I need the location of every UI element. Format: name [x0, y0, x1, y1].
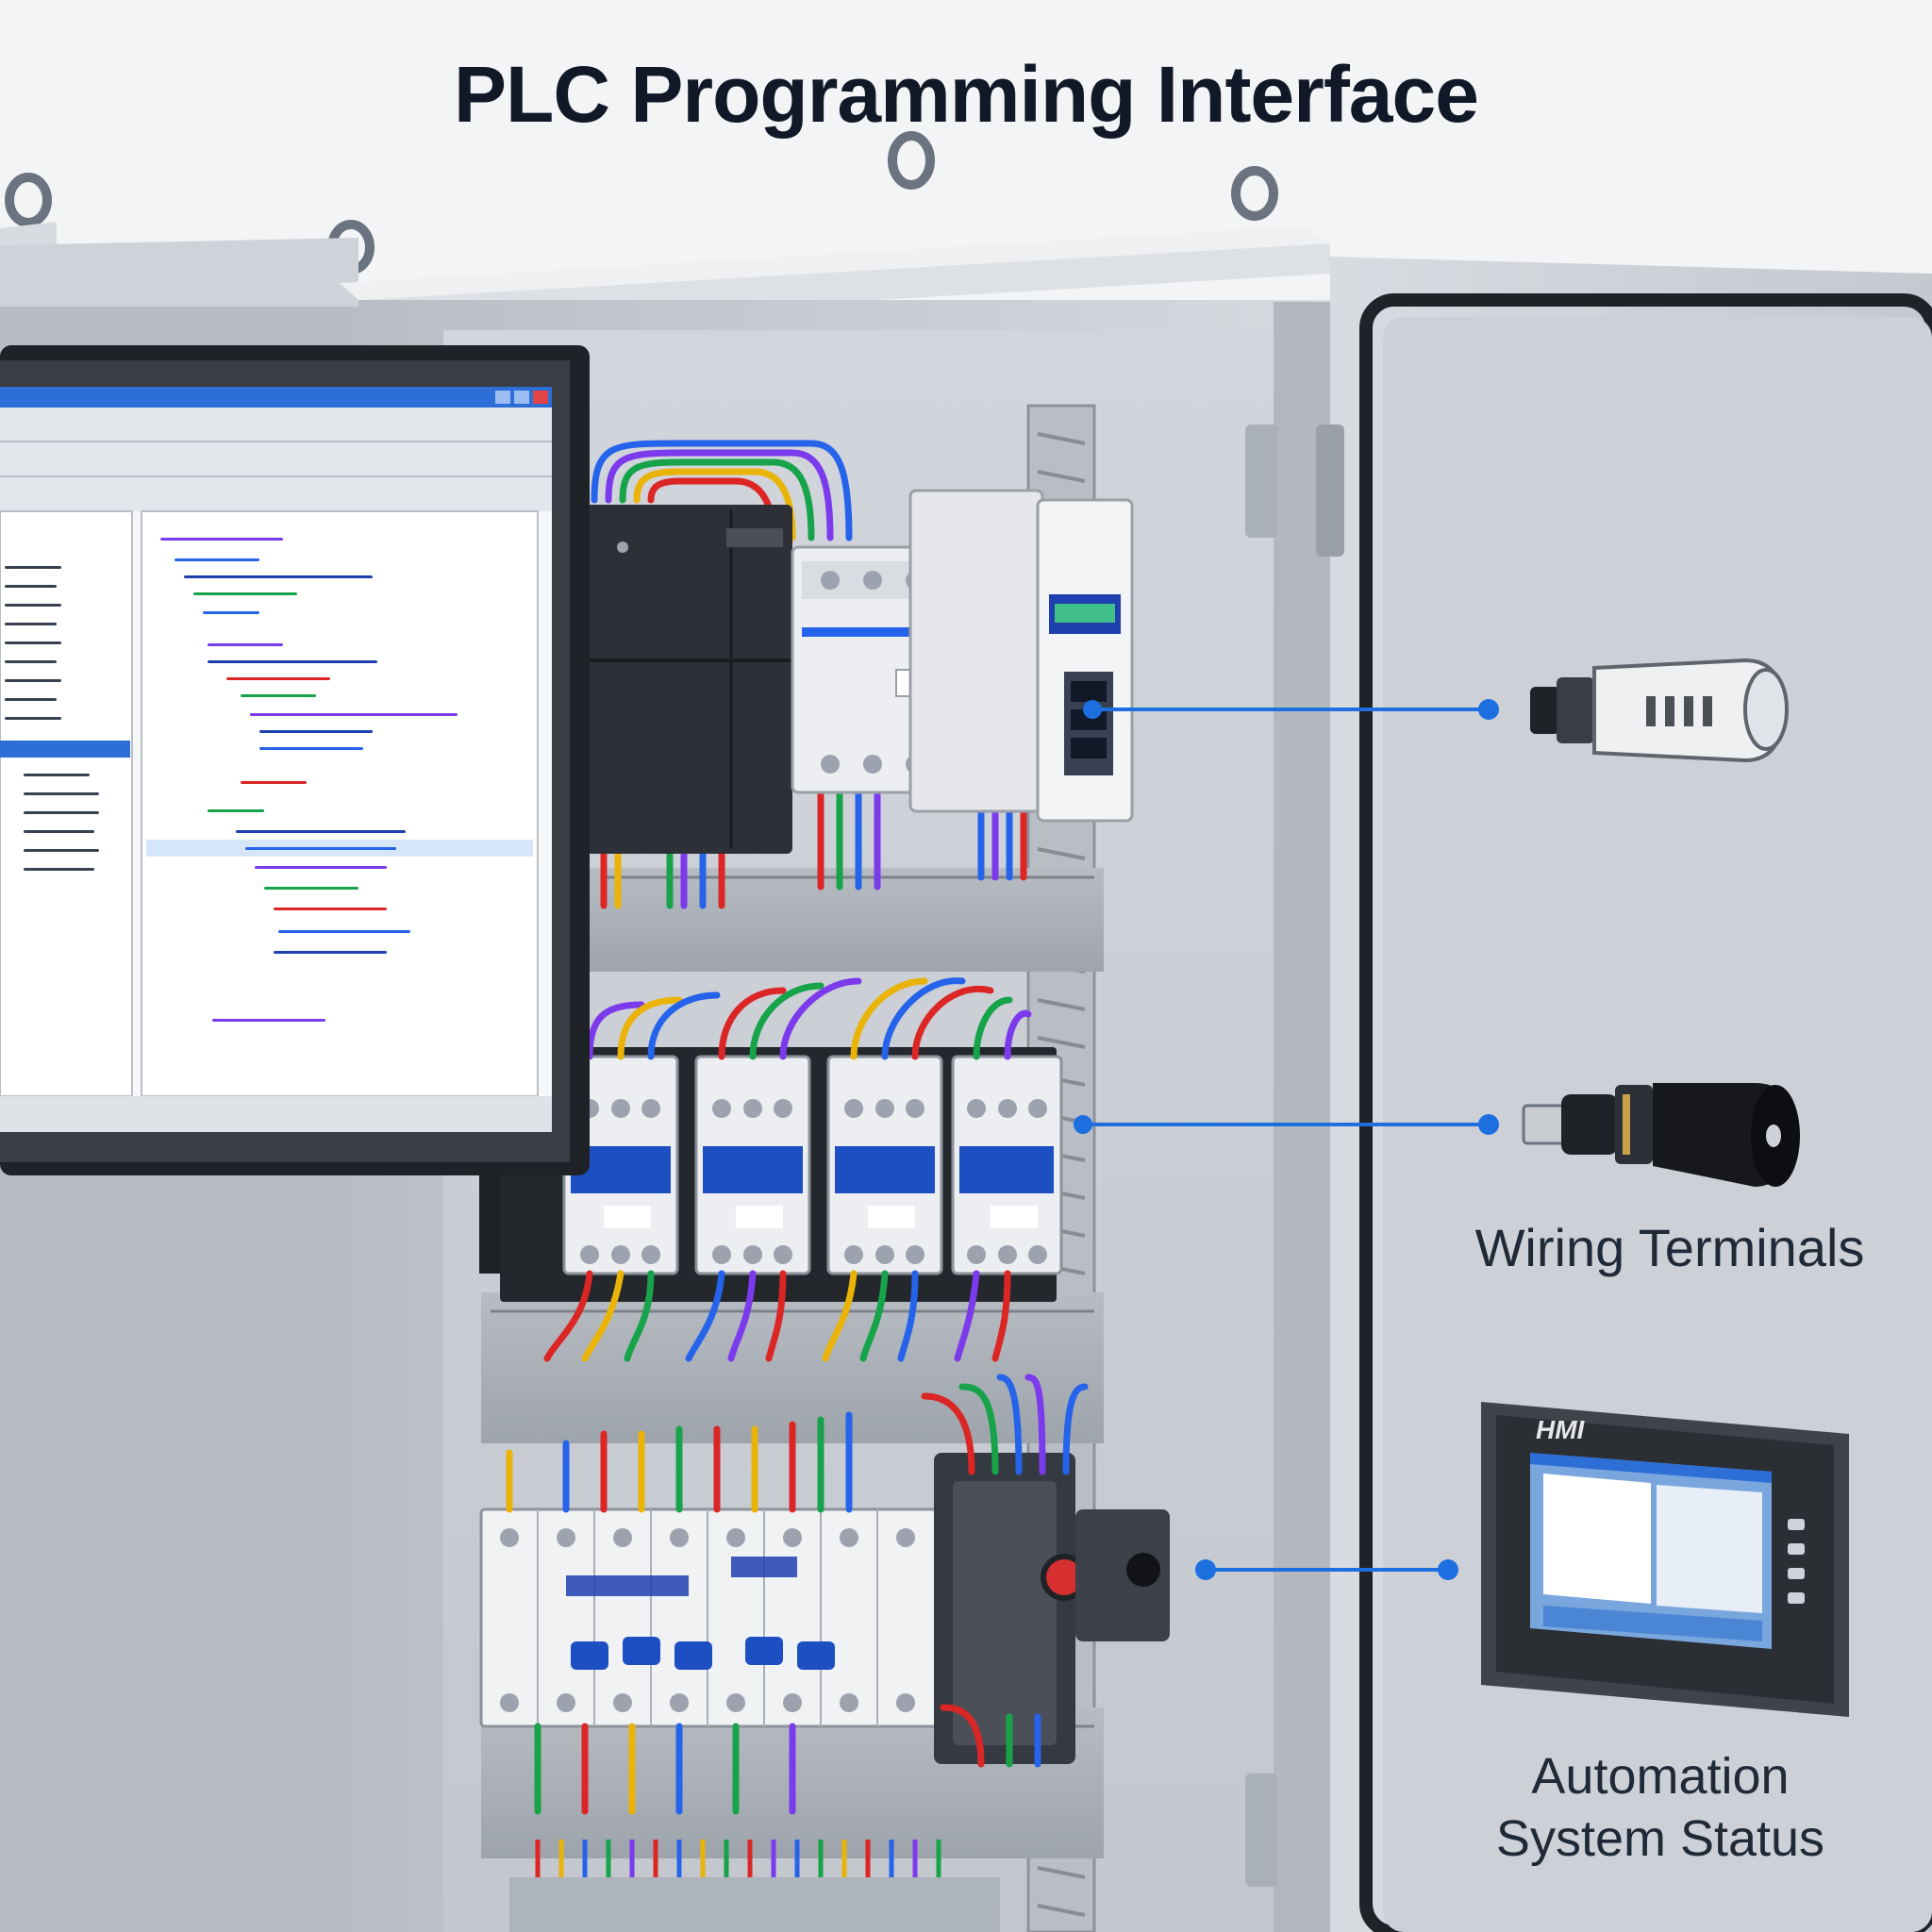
network-module — [908, 489, 1134, 823]
wiring-terminals-label: Wiring Terminals — [1474, 1218, 1865, 1277]
proximity-sensor-icon — [1530, 658, 1789, 763]
automation-status-line-1: Automation — [1531, 1748, 1790, 1805]
tree-row[interactable] — [203, 611, 259, 614]
tree-row[interactable] — [241, 694, 316, 697]
project-tree-row[interactable] — [24, 849, 99, 852]
tree-row[interactable] — [212, 1019, 325, 1022]
tree-row[interactable] — [208, 809, 264, 812]
tree-row[interactable] — [259, 730, 373, 733]
tree-row[interactable] — [193, 592, 297, 595]
tree-row[interactable] — [255, 866, 387, 869]
project-tree-row[interactable] — [5, 679, 61, 682]
project-tree-row[interactable] — [24, 774, 90, 776]
tree-row[interactable] — [250, 713, 458, 716]
hmi-brand-label: HMI — [1536, 1415, 1585, 1444]
tree-row[interactable] — [226, 677, 330, 680]
callout-connectors — [1074, 699, 1499, 1580]
plc-cpu-module — [585, 505, 792, 854]
tree-row[interactable] — [184, 575, 373, 578]
automation-status-label: Automation System Status — [1415, 1745, 1906, 1870]
page-title: PLC Programming Interface — [454, 50, 1479, 139]
tree-row[interactable] — [208, 643, 283, 646]
photoelectric-sensor-icon — [1522, 1083, 1800, 1187]
project-tree-row[interactable] — [24, 868, 94, 871]
tree-row[interactable] — [259, 747, 363, 750]
hmi-panel-icon — [1481, 1402, 1849, 1717]
tree-row[interactable] — [160, 538, 283, 541]
project-tree-row[interactable] — [5, 717, 61, 720]
motor-starter — [934, 1453, 1170, 1764]
project-tree-row[interactable] — [5, 604, 61, 607]
tree-row[interactable] — [245, 847, 396, 850]
project-tree-row[interactable] — [24, 811, 99, 814]
tree-row[interactable] — [264, 887, 358, 890]
project-tree-row[interactable] — [5, 585, 57, 588]
tree-row[interactable] — [208, 660, 377, 663]
monitor-icon — [0, 345, 590, 1175]
tree-row[interactable] — [274, 951, 387, 954]
project-tree-row[interactable] — [24, 830, 94, 833]
project-tree-row[interactable] — [24, 792, 99, 795]
project-tree-row[interactable] — [5, 566, 61, 569]
tree-row[interactable] — [236, 830, 406, 833]
project-tree-row[interactable] — [5, 641, 61, 644]
tree-row[interactable] — [241, 781, 307, 784]
tree-row[interactable] — [274, 908, 387, 910]
wiring-bottom-group — [506, 1374, 1089, 1815]
project-tree-row[interactable] — [5, 698, 57, 701]
project-tree-row[interactable] — [5, 660, 57, 663]
horizontal-wire-ducts — [481, 868, 1104, 1858]
project-tree-row[interactable] — [5, 623, 57, 625]
tree-row[interactable] — [175, 558, 259, 561]
terminal-strip — [509, 1840, 1000, 1932]
circuit-breaker-row — [479, 1507, 955, 1728]
tree-row[interactable] — [278, 930, 410, 933]
automation-status-line-2: System Status — [1495, 1810, 1825, 1867]
wiring-middle-group — [543, 977, 1032, 1362]
